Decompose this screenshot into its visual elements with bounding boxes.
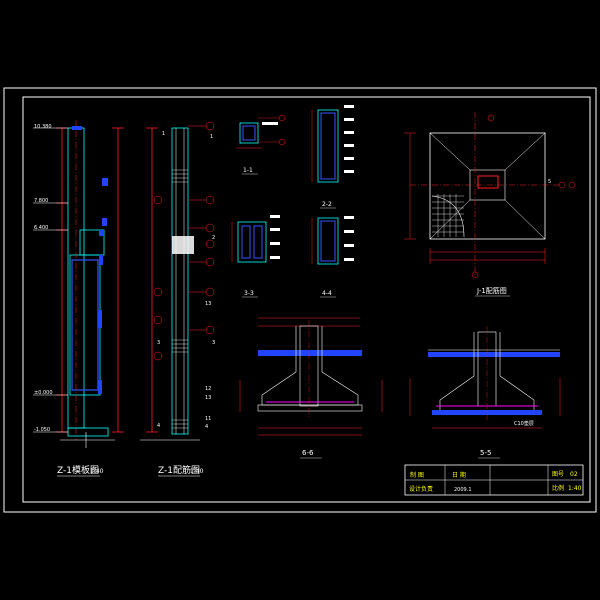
title-date-label: 日 期	[452, 471, 466, 479]
elevation-footing: -1.050	[34, 427, 50, 433]
view-scale-column-elevation: 1:40	[90, 468, 104, 475]
section-5-title: 5-5	[480, 449, 491, 457]
elevation-top: 10.380	[34, 124, 52, 130]
elevation-mid: 6.400	[34, 225, 48, 231]
title-sheet-label: 图号	[552, 471, 564, 478]
section-1-1: 1-1	[236, 114, 286, 175]
section-3-3: 3-3	[231, 215, 280, 298]
section-6-6: 6-6	[239, 317, 383, 459]
svg-text:3: 3	[212, 340, 215, 346]
c10-pad-note: C10垫层	[514, 420, 534, 427]
foundation-plan-title: J-1配筋图	[476, 286, 507, 295]
view-title-column-rebar: Z-1配筋图	[158, 464, 200, 476]
section-1-title: 1-1	[243, 167, 253, 174]
svg-text:4: 4	[157, 423, 160, 429]
title-sheet-no: 02	[570, 471, 578, 478]
elevation-upper: 7.800	[34, 198, 48, 204]
foundation-plan: 5 J-1配筋图	[404, 112, 576, 297]
section-5-5: C10垫层 5-5	[409, 326, 561, 459]
elevation-base: ±0.000	[34, 390, 53, 396]
title-scale: 1:40	[568, 485, 582, 492]
svg-text:5: 5	[548, 179, 551, 185]
title-designer: 设计负责	[409, 485, 433, 493]
section-6-title: 6-6	[302, 449, 314, 457]
svg-text:13: 13	[205, 301, 211, 307]
inner-frame	[22, 96, 591, 503]
view-scale-column-rebar: 1:40	[190, 468, 204, 475]
section-2-title: 2-2	[322, 201, 332, 208]
title-scale-label: 比例	[552, 484, 564, 492]
section-3-title: 3-3	[244, 290, 254, 297]
section-4-title: 4-4	[322, 290, 332, 297]
svg-text:2: 2	[212, 235, 215, 241]
section-4-4: 4-4	[311, 216, 354, 298]
drawing-frame	[3, 87, 597, 513]
svg-text:11: 11	[205, 416, 211, 422]
title-block: 制 图 日 期 设计负责 2009.1 图号 02 比例 1:40	[404, 464, 584, 496]
title-drawing: 制 图	[410, 471, 424, 479]
svg-text:12: 12	[205, 386, 211, 392]
svg-text:3: 3	[157, 340, 160, 346]
svg-text:1: 1	[210, 134, 213, 140]
title-date: 2009.1	[454, 487, 472, 493]
column-rebar-view: 1 1 2 13 12 13 11 4 3 3 4 Z-1配筋图 1:40	[140, 121, 215, 477]
section-2-2: 2-2	[311, 105, 354, 209]
svg-text:1: 1	[162, 131, 165, 137]
svg-text:13: 13	[205, 395, 211, 401]
view-title-column-elevation: Z-1模板图	[57, 464, 99, 476]
column-elevation-view: 10.380 7.800 6.400 ±0.000 -1.050 Z-1模板图 …	[33, 120, 124, 477]
svg-text:4: 4	[205, 424, 208, 430]
